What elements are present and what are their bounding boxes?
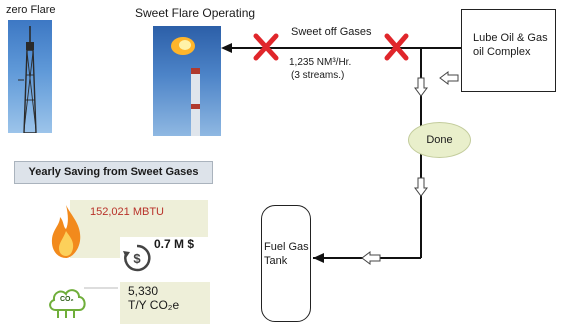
done-label: Done <box>426 134 453 146</box>
lube-oil-complex-box <box>461 9 556 92</box>
flow-arrow-down-icon <box>414 77 428 97</box>
arrow-to-flare-icon <box>221 43 232 53</box>
energy-saving-value: 152,021 MBTU <box>90 206 164 218</box>
cross-mark-icon <box>253 33 279 61</box>
streams-label: (3 streams.) <box>291 70 345 81</box>
sweet-flare-label: Sweet Flare Operating <box>135 6 256 20</box>
fuel-gas-tank-label: Fuel Gas Tank <box>264 241 309 267</box>
sweet-off-gases-label: Sweet off Gases <box>291 26 372 38</box>
lube-oil-complex-label: Lube Oil & Gas oil Complex <box>473 32 548 58</box>
flare-tower-icon <box>18 26 37 133</box>
zero-flare-photo <box>8 20 52 133</box>
flow-arrow-left-icon <box>439 71 459 85</box>
co2-badge-label: CO₂ <box>60 296 74 303</box>
flow-rate-label: 1,235 NM³/Hr. <box>289 57 352 68</box>
flame-icon <box>51 205 81 258</box>
yearly-saving-header <box>14 161 213 184</box>
dollar-cycle-icon: $ <box>123 244 151 272</box>
money-saving-panel <box>120 237 208 266</box>
svg-text:$: $ <box>133 251 141 266</box>
flow-arrow-left-icon <box>361 251 381 265</box>
money-saving-value: 0.7 M $ <box>154 237 195 251</box>
flow-arrow-down-icon <box>414 177 428 197</box>
co2-saving-value: 5,330 <box>128 284 159 298</box>
zero-flare-label: zero Flare <box>6 4 56 16</box>
done-status-oval <box>408 122 471 158</box>
co2-saving-unit: T/Y CO₂e <box>128 298 180 312</box>
sweet-flare-photo <box>153 26 221 136</box>
flare-flame-icon <box>171 37 200 136</box>
yearly-saving-title: Yearly Saving from Sweet Gases <box>28 166 199 178</box>
arrow-to-tank-icon <box>313 253 324 263</box>
co2-saving-panel <box>120 282 210 324</box>
co2-cloud-icon <box>49 289 86 318</box>
cross-mark-icon <box>384 33 409 61</box>
fuel-gas-tank <box>261 205 311 322</box>
